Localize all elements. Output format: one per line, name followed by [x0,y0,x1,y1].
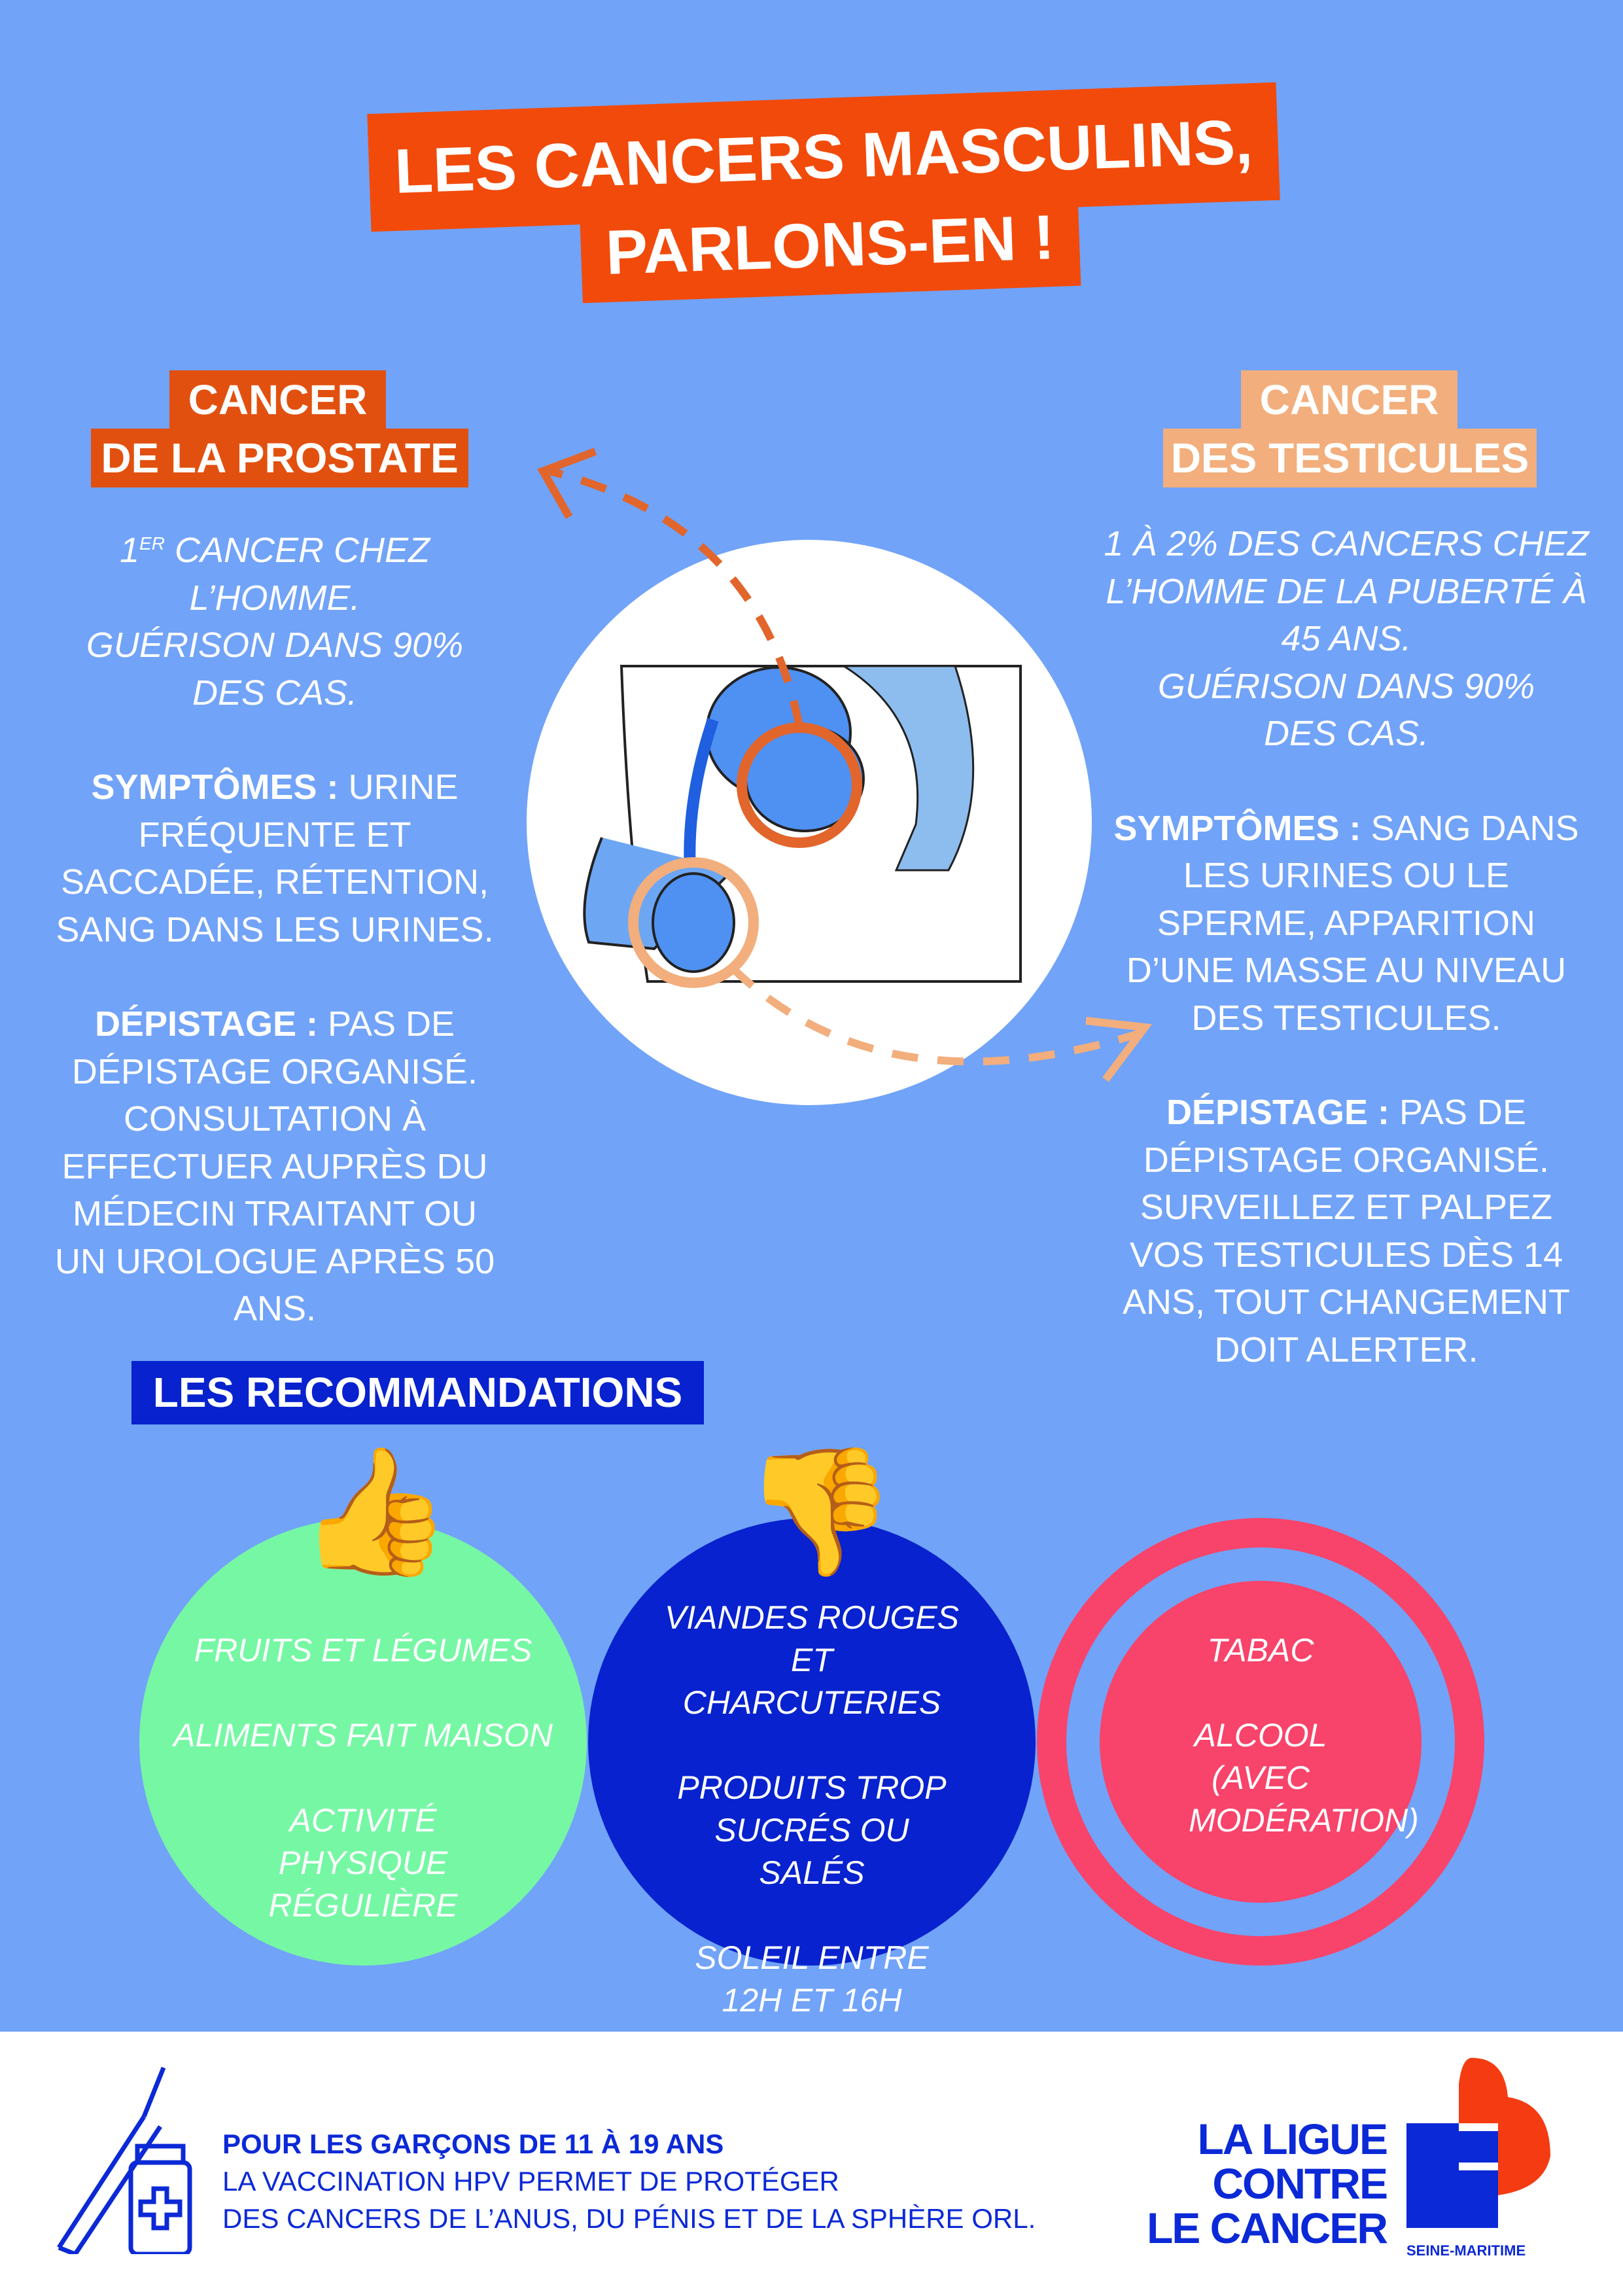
prostate-label-2: DE LA PROSTATE [91,429,468,487]
good-circle [139,1518,587,1966]
footer: POUR LES GARÇONS DE 11 À 19 ANS LA VACCI… [0,2032,1623,2296]
recommendations-title: LES RECOMMANDATIONS [131,1361,704,1424]
thumbs-down-icon: 👎 [742,1442,898,1581]
footer-line-1: LA VACCINATION HPV PERMET DE PROTÉGER [222,2166,839,2197]
limit-list: VIANDES ROUGES ET CHARCUTERIES PRODUITS … [664,1599,960,2019]
avoid-list: TABAC ALCOOL (AVEC MODÉRATION) [1189,1632,1419,1839]
avoid-circle [1100,1581,1422,1903]
good-list: FRUITS ET LÉGUMES ALIMENTS FAIT MAISON A… [173,1632,553,1924]
thumbs-up-icon: 👍 [298,1442,453,1581]
vaccine-icon [57,2066,192,2254]
anatomy-illustration [537,448,1153,1082]
testicules-label-2: DES TESTICULES [1163,429,1537,487]
limit-circle [588,1518,1036,1966]
prostate-label-1: CANCER [169,370,386,431]
logo-subtitle: SEINE-MARITIME [1406,2242,1526,2259]
ligue-logo-icon [1406,2058,1550,2228]
footer-heading: POUR LES GARÇONS DE 11 À 19 ANS [222,2128,724,2159]
footer-line-2: DES CANCERS DE L’ANUS, DU PÉNIS ET DE LA… [222,2203,1036,2234]
testicules-label-1: CANCER [1241,370,1457,431]
